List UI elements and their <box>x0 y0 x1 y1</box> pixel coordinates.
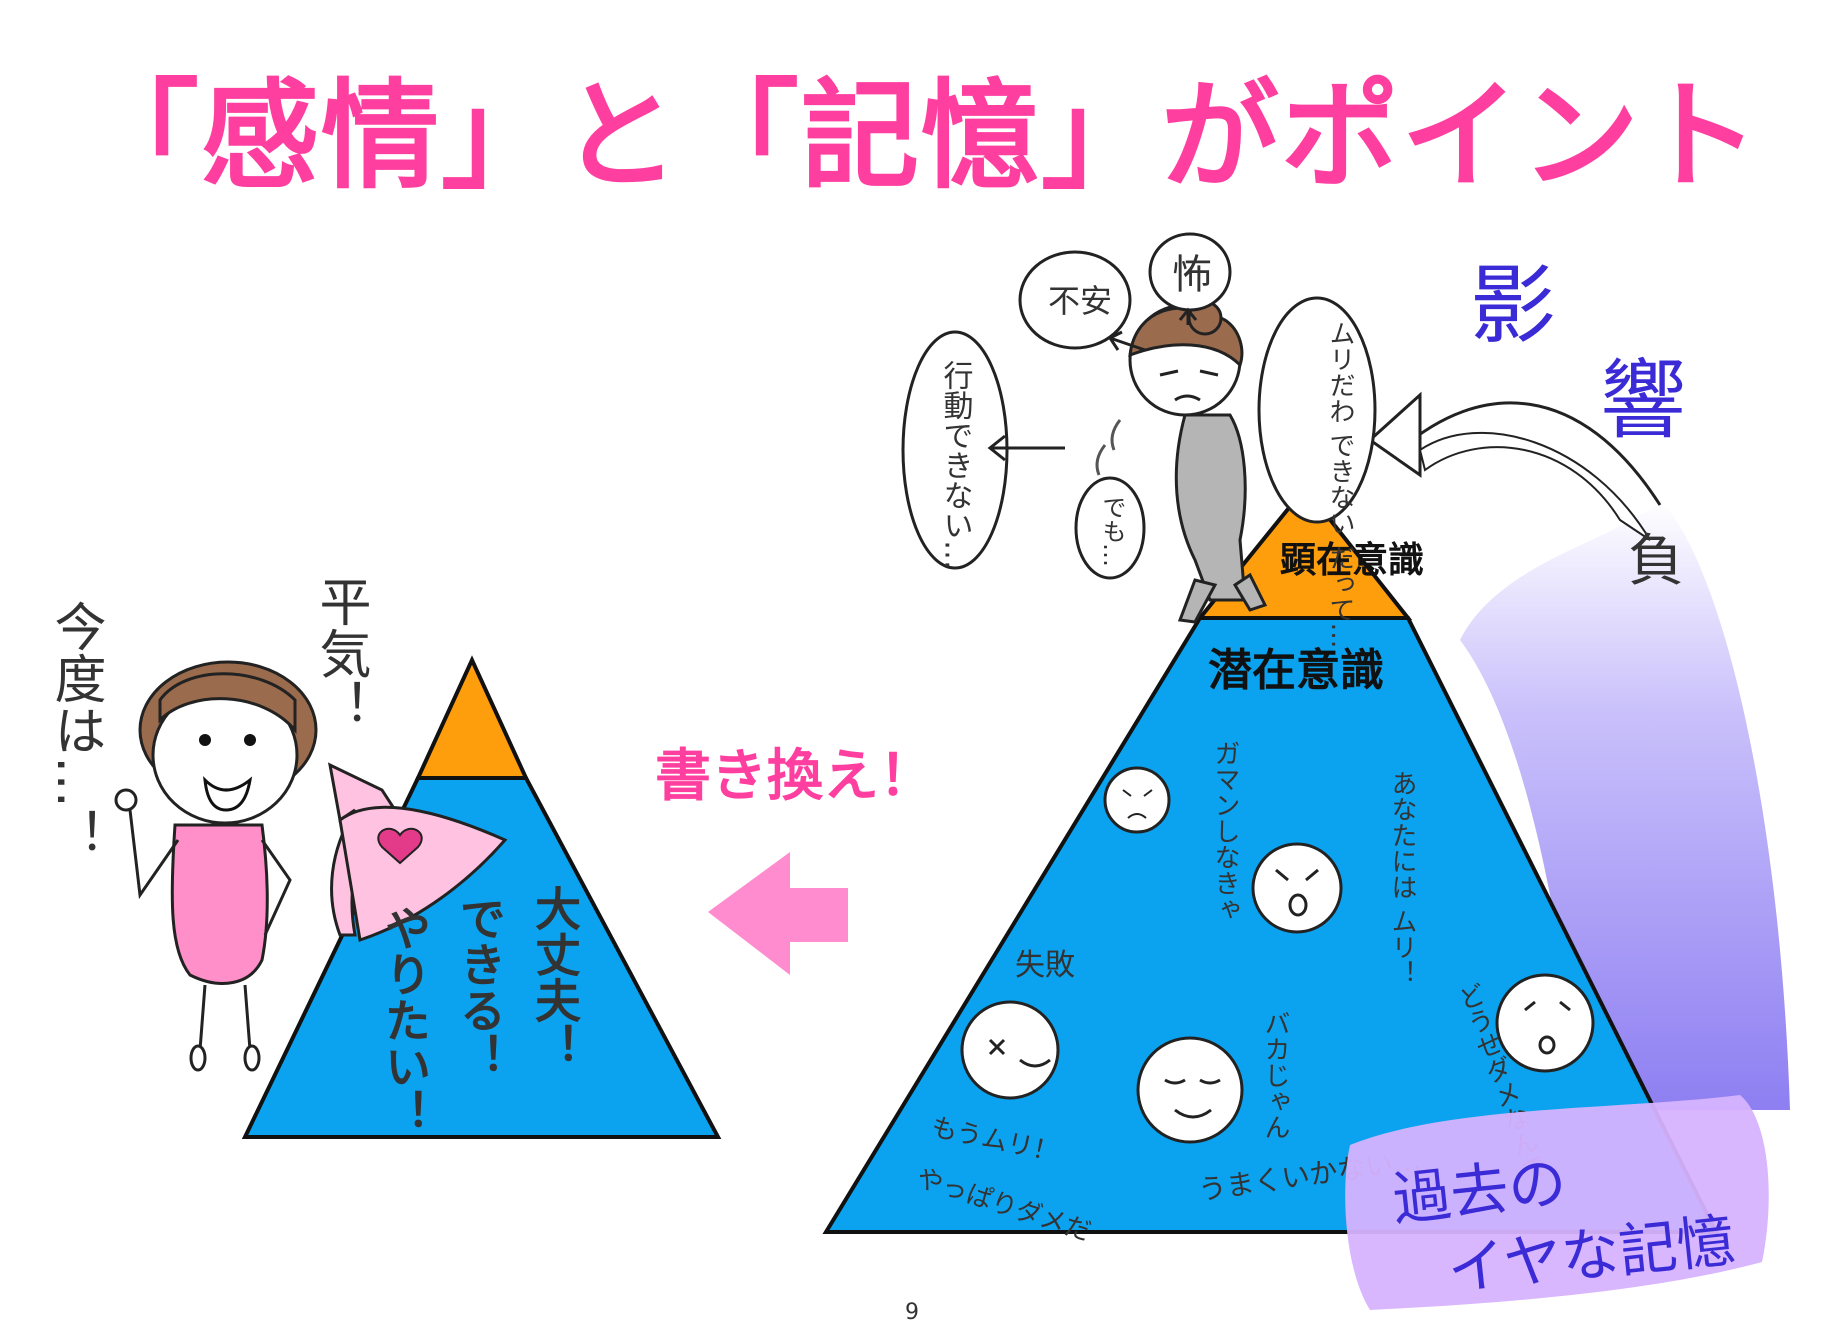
conscious-label: 顕在意識 <box>1280 540 1424 581</box>
influence-text-2: 響 <box>1600 351 1686 451</box>
bubble-but <box>1074 476 1146 580</box>
pink-left-arrow-icon <box>708 852 848 975</box>
sad-face-icon <box>1495 973 1595 1073</box>
arrow-to-cant-act-icon <box>987 434 1065 462</box>
bubble-impossible <box>1257 296 1377 524</box>
left-pyramid-line-2: できる！ <box>453 895 507 1079</box>
happy-character-illustration: 今度は…！ 平気！ <box>45 575 370 1072</box>
page-number: 9 <box>905 1300 919 1325</box>
influence-arrow-inner <box>1418 431 1651 541</box>
inner-text-you-cant-1: あなたには ムリ！ <box>1387 770 1417 986</box>
left-char-text-2: 平気！ <box>310 575 370 731</box>
left-pyramid-line-3: やりたい！ <box>378 905 432 1135</box>
inner-text-endure: ガマンしなきゃ <box>1210 740 1240 922</box>
negative-text: 負 <box>1628 529 1684 594</box>
bubble-but-text: でも… <box>1098 495 1126 567</box>
rewrite-arrow: 書き換え！ <box>655 744 935 975</box>
inner-text-failure: 失敗 <box>1015 948 1075 983</box>
dizzy-face-icon <box>960 1000 1060 1100</box>
influence-swoop-shape <box>1460 500 1790 1110</box>
memory-tag-shape <box>1345 1095 1769 1310</box>
rewrite-label: 書き換え！ <box>655 744 935 809</box>
influence-text-1: 影 <box>1470 256 1556 356</box>
bubble-cant-act <box>901 330 1009 570</box>
bubble-fear-text: 怖 <box>1172 252 1212 298</box>
left-char-text-1: 今度は…！ <box>45 600 105 860</box>
arrow-to-fear-icon <box>1178 307 1198 325</box>
bubble-fear <box>1148 232 1232 312</box>
inner-text-fool: バカじゃん <box>1260 1010 1290 1140</box>
left-pyramid-line-1: 大丈夫！ <box>528 885 582 1069</box>
heart-icon <box>377 827 423 865</box>
subconscious-label: 潜在意識 <box>1208 645 1384 696</box>
angry-face-icon <box>1251 842 1343 934</box>
left-pyramid: 大丈夫！ できる！ やりたい！ <box>241 655 722 1139</box>
influence-arrow-curve <box>1399 401 1662 506</box>
grin-face-icon <box>1136 1036 1244 1144</box>
arrow-to-anxiety-icon <box>1107 330 1146 352</box>
bubble-anxiety <box>1018 250 1132 350</box>
bubble-anxiety-text: 不安 <box>1048 282 1112 320</box>
worried-face-icon <box>1103 766 1171 834</box>
bubble-cant-act-text: 行動できない… <box>938 360 974 570</box>
worried-character-illustration: 不安 怖 行動できない… ムリだわ できない だって… でも… <box>901 232 1377 649</box>
influence-arrow-head-icon <box>1367 391 1422 478</box>
influence-swoop: 影 響 負 <box>1367 256 1790 1110</box>
bubble-impossible-text: ムリだわ できない だって… <box>1325 320 1355 649</box>
page-title: 「感情」と「記憶」がポイント <box>80 67 1761 205</box>
left-pyramid-top <box>414 655 530 780</box>
